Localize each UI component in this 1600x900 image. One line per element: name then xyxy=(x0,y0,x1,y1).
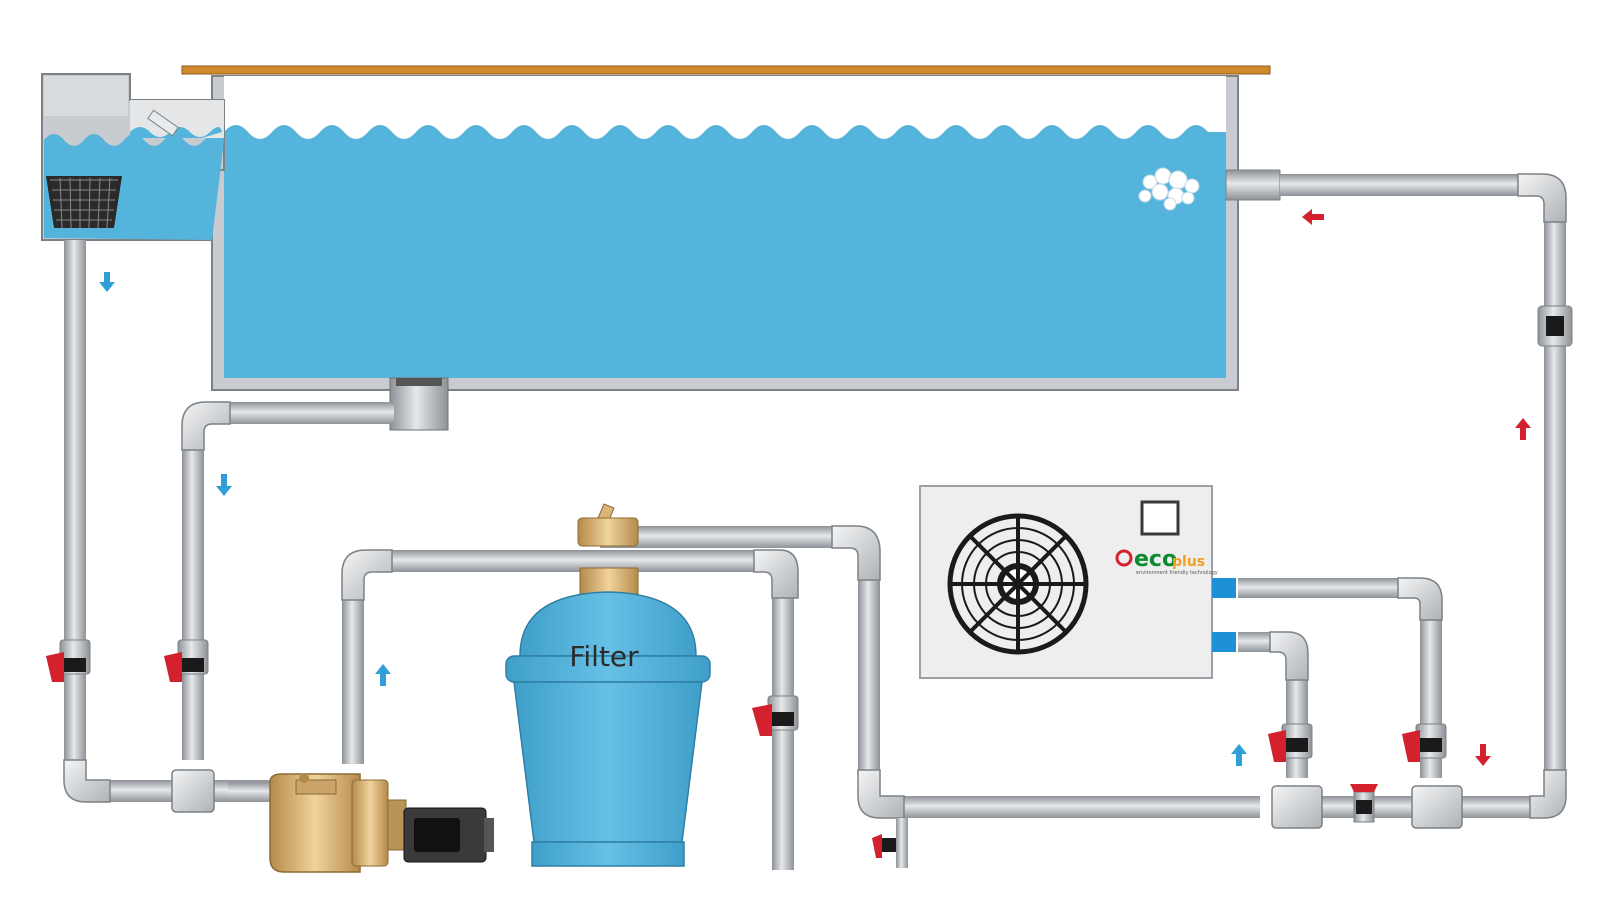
pool-water xyxy=(224,125,1226,378)
pool-rim xyxy=(181,65,1271,75)
valve-icon xyxy=(1350,784,1378,823)
skimmer xyxy=(41,73,225,241)
filter-tank-dome xyxy=(519,591,697,657)
valve-icon xyxy=(752,704,794,736)
valve-icon xyxy=(872,818,908,868)
svg-text:plus: plus xyxy=(1172,554,1205,570)
arrow-icon-blue xyxy=(1231,744,1247,766)
ecoplus-logo: eco plus environment friendly technology xyxy=(1115,547,1218,576)
return-inlet-fitting xyxy=(1225,169,1281,201)
filter-tank-body xyxy=(513,681,703,843)
heat-pump: eco plus environment friendly technology xyxy=(919,485,1236,679)
filter: Filter xyxy=(505,503,711,867)
filter-valve-head xyxy=(577,517,639,547)
arrow-icon-red xyxy=(1475,744,1491,766)
valve-icon xyxy=(46,652,86,682)
filter-label: Filter xyxy=(569,640,639,673)
skimmer-basket xyxy=(46,176,122,229)
arrow-icon-blue xyxy=(216,474,232,496)
svg-text:environment friendly technolog: environment friendly technology xyxy=(1136,570,1218,576)
skimmer-flap xyxy=(147,109,179,137)
valve-icon xyxy=(1402,730,1442,762)
fan-icon xyxy=(947,513,1089,655)
pool xyxy=(181,65,1281,391)
pipe-fittings xyxy=(63,173,1567,829)
arrow-icon-blue xyxy=(375,664,391,686)
arrow-icon-blue xyxy=(99,272,115,292)
svg-text:eco: eco xyxy=(1134,547,1177,572)
arrow-icon-red xyxy=(1515,418,1531,440)
heat-pump-inlet-port xyxy=(1212,632,1236,652)
heat-pump-display xyxy=(1140,500,1180,536)
heat-pump-outlet-port xyxy=(1212,578,1236,598)
arrow-icon-red xyxy=(1302,209,1324,225)
pump xyxy=(228,773,494,873)
main-drain xyxy=(389,377,449,431)
return-jet-bubbles xyxy=(1138,167,1200,211)
valve-icon xyxy=(164,652,204,682)
valve-icon xyxy=(1268,730,1308,762)
